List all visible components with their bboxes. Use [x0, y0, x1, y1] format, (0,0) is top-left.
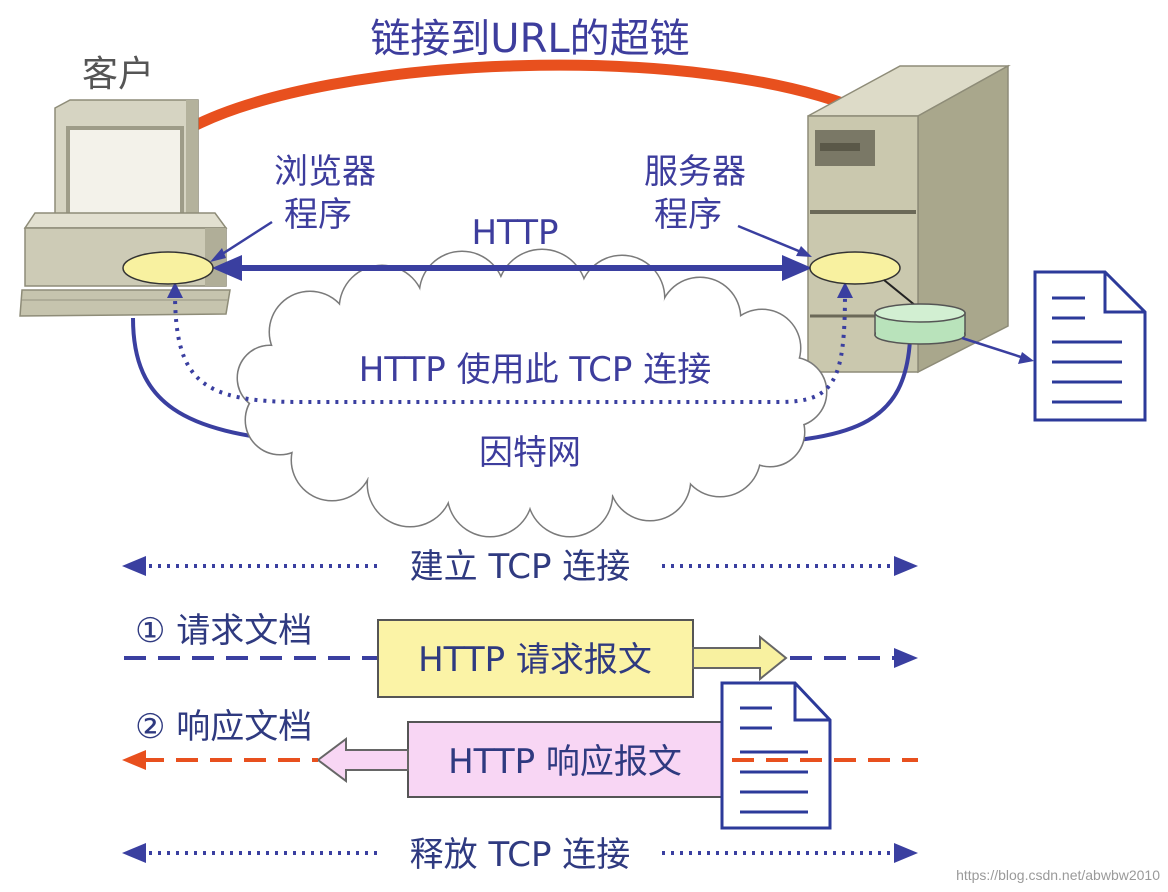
- server-document-icon: [1033, 270, 1147, 422]
- release-tcp-arrow: [122, 843, 918, 863]
- response-dashed-arrow: [122, 750, 918, 770]
- server-disk-link: [883, 279, 917, 307]
- server-program-ellipse: [809, 251, 901, 285]
- request-dashed-arrow: [124, 648, 918, 668]
- response-hollow-arrow: [316, 737, 409, 783]
- internet-cloud-icon: [236, 248, 828, 538]
- disk-icon: [874, 303, 966, 345]
- server-label-line1: 服务器: [644, 152, 746, 192]
- response-document-icon: [720, 681, 832, 830]
- internet-label: 因特网: [479, 433, 581, 473]
- watermark: https://blog.csdn.net/abwbw2010: [956, 867, 1160, 883]
- http-label: HTTP: [471, 213, 558, 253]
- client-label: 客户: [82, 54, 154, 95]
- browser-label-pointer: [210, 220, 273, 262]
- tcp-connection-label: HTTP 使用此 TCP 连接: [359, 350, 711, 390]
- server-label-pointer: [737, 224, 812, 257]
- establish-tcp-arrow: [122, 556, 918, 576]
- hyperlink-arrow: [122, 59, 905, 176]
- release-tcp-label: 释放 TCP 连接: [410, 835, 631, 875]
- http-double-arrow: [212, 255, 812, 281]
- browser-program-ellipse: [122, 251, 214, 285]
- response-message-label: HTTP 响应报文: [448, 742, 682, 782]
- tcp-connection-dotted: [167, 282, 853, 404]
- server-label-line2: 程序: [654, 195, 722, 235]
- hyperlink-title: 链接到URL的超链: [370, 16, 689, 62]
- browser-label-line2: 程序: [284, 195, 352, 235]
- request-step-label: ① 请求文档: [135, 611, 312, 651]
- request-hollow-arrow: [692, 634, 788, 682]
- request-message-label: HTTP 请求报文: [418, 640, 652, 680]
- browser-label-line1: 浏览器: [274, 152, 376, 192]
- response-step-label: ② 响应文档: [135, 707, 312, 747]
- disk-document-link: [961, 336, 1034, 364]
- establish-tcp-label: 建立 TCP 连接: [410, 547, 631, 587]
- client-computer-icon: [19, 99, 231, 317]
